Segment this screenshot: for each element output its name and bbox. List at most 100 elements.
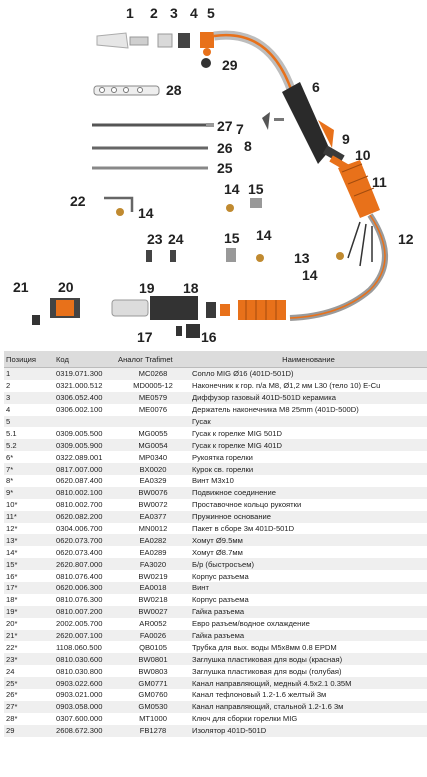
cell-trafimet: MD0005-12 <box>116 379 190 392</box>
cell-name: Гусак к горелке MIG 501D <box>190 427 427 440</box>
cell-position: 29 <box>4 724 54 737</box>
cell-position: 15* <box>4 558 54 571</box>
cell-trafimet: MC0268 <box>116 367 190 380</box>
cell-name: Диффузор газовый 401D-501D керамика <box>190 391 427 404</box>
cell-position: 8* <box>4 475 54 487</box>
callout-14a: 14 <box>138 205 154 221</box>
callout-6: 6 <box>312 79 320 95</box>
cell-position: 25* <box>4 677 54 690</box>
callout-12: 12 <box>398 231 414 247</box>
cell-name: Гусак <box>190 415 427 428</box>
cell-trafimet: BW0218 <box>116 593 190 606</box>
cell-position: 16* <box>4 570 54 583</box>
header-trafimet: Аналог Trafimet <box>116 351 190 368</box>
callout-27: 27 <box>217 118 233 134</box>
callout-21: 21 <box>13 279 29 295</box>
callout-17: 17 <box>137 329 153 345</box>
callout-14d: 14 <box>302 267 318 283</box>
cell-name: Держатель наконечника М8 25mm (401D-500D… <box>190 403 427 416</box>
cell-name: Корпус разъема <box>190 570 427 583</box>
cell-code: 0620.073.400 <box>54 546 116 559</box>
callout-28: 28 <box>166 82 182 98</box>
cell-name: Канал направляющий, стальной 1.2-1.6 3м <box>190 700 427 713</box>
torch-parts-drawing <box>32 30 388 338</box>
callout-8: 8 <box>244 138 252 154</box>
callout-14b: 14 <box>224 181 240 197</box>
cell-name: Проставочное кольцо рукоятки <box>190 498 427 511</box>
cell-name: Ключ для сборки горелки MIG <box>190 712 427 725</box>
cell-name: Б/р (быстросъем) <box>190 558 427 571</box>
cell-trafimet: BX0020 <box>116 463 190 476</box>
cell-name: Хомут Ø8.7мм <box>190 546 427 559</box>
callout-13: 13 <box>294 250 310 266</box>
cell-name: Винт <box>190 582 427 594</box>
callout-7: 7 <box>236 121 244 137</box>
cell-code: 0810.030.800 <box>54 665 116 678</box>
cell-position: 19* <box>4 605 54 618</box>
cell-position: 13* <box>4 534 54 547</box>
cell-trafimet: FA0026 <box>116 629 190 642</box>
callout-18: 18 <box>183 280 199 296</box>
cell-position: 18* <box>4 593 54 606</box>
cell-name: Хомут Ø9.5мм <box>190 534 427 547</box>
cell-code: 0810.076.300 <box>54 593 116 606</box>
cell-position: 5 <box>4 415 54 428</box>
cell-position: 2 <box>4 379 54 392</box>
cell-position: 23* <box>4 653 54 666</box>
callout-5: 5 <box>207 5 215 21</box>
cell-code: 0817.007.000 <box>54 463 116 476</box>
cell-trafimet: BW0803 <box>116 665 190 678</box>
cell-code: 0306.052.400 <box>54 391 116 404</box>
cell-code: 0903.022.600 <box>54 677 116 690</box>
cell-code: 1108.060.500 <box>54 641 116 654</box>
cell-name: Подвижное соединение <box>190 486 427 499</box>
cell-trafimet: MT1000 <box>116 712 190 725</box>
cell-trafimet: BW0072 <box>116 498 190 511</box>
header-name: Наименование <box>190 351 427 368</box>
cell-code: 0810.002.700 <box>54 498 116 511</box>
callout-14c: 14 <box>256 227 272 243</box>
cell-trafimet: BW0219 <box>116 570 190 583</box>
cell-code: 0322.089.001 <box>54 451 116 464</box>
cell-trafimet: MN0012 <box>116 522 190 535</box>
cell-position: 9* <box>4 486 54 499</box>
cell-trafimet: MP0340 <box>116 451 190 464</box>
callout-1: 1 <box>126 5 134 21</box>
cell-name: Евро разъем/водное охлаждение <box>190 617 427 630</box>
cell-trafimet: FB1278 <box>116 724 190 737</box>
cell-code: 0620.006.300 <box>54 582 116 594</box>
callout-11: 11 <box>372 174 387 190</box>
cell-position: 10* <box>4 498 54 511</box>
cell-code: 0304.006.700 <box>54 522 116 535</box>
callout-23: 23 <box>147 231 163 247</box>
cell-trafimet: ME0076 <box>116 403 190 416</box>
cell-position: 27* <box>4 700 54 713</box>
cell-name: Гайка разъема <box>190 629 427 642</box>
exploded-parts-diagram: 1 2 3 4 5 6 7 8 9 10 11 12 13 14 14 14 1… <box>13 5 414 345</box>
cell-position: 5.1 <box>4 427 54 440</box>
table-row: 5 Гусак <box>4 415 427 428</box>
cell-position: 1 <box>4 367 54 380</box>
cell-trafimet: FA3020 <box>116 558 190 571</box>
cell-position: 26* <box>4 689 54 701</box>
callout-9: 9 <box>342 131 350 147</box>
cell-position: 5.2 <box>4 439 54 452</box>
